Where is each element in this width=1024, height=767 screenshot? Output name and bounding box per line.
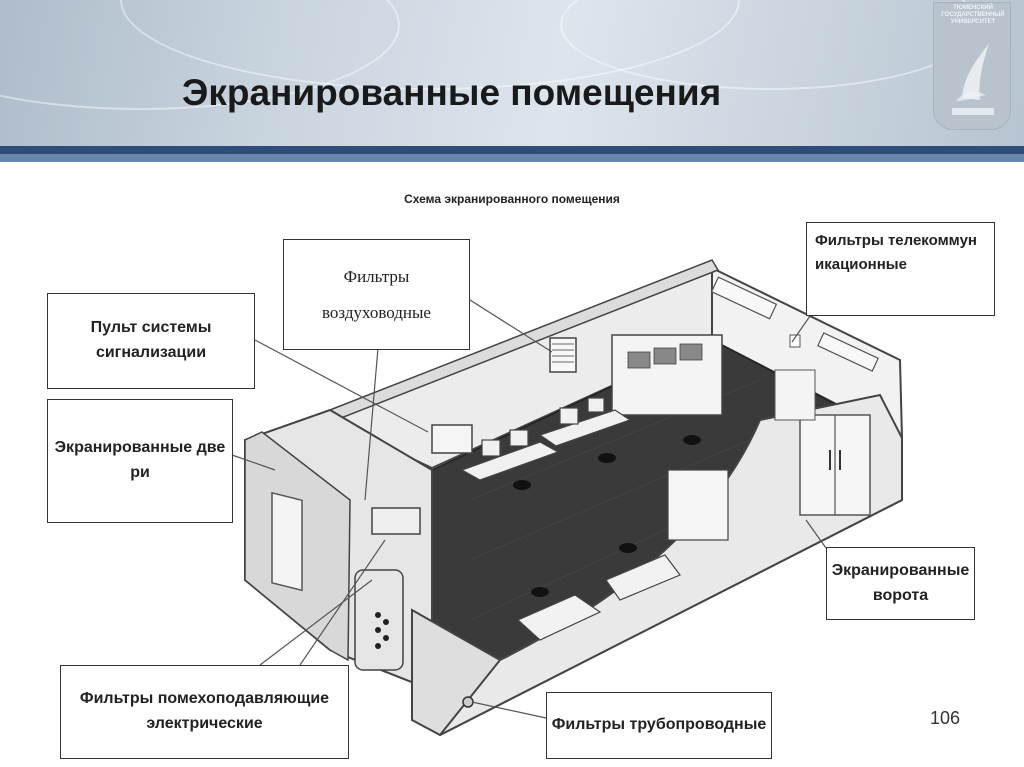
- equipment-rack: [774, 369, 816, 421]
- diagram-caption: Схема экранированного помещения: [404, 192, 620, 206]
- air-duct-vent: [549, 337, 577, 373]
- workstation: [460, 397, 632, 481]
- front-console: [516, 594, 602, 641]
- slide-title: Экранированные помещения: [182, 72, 722, 113]
- label-electrical-filters-text: Фильтры помехоподавляющие электрические: [79, 690, 330, 732]
- pipe-filter: [462, 696, 474, 708]
- label-telecom-filters: Фильтры телекоммуникационные: [806, 222, 995, 316]
- label-shielded-gates-text: Экранированные ворота: [831, 561, 970, 604]
- label-pipeline-filters-text: Фильтры трубопроводные: [551, 716, 767, 734]
- label-alarm-panel-text: Пульт системы сигнализации: [90, 319, 212, 361]
- label-alarm-panel: Пульт системы сигнализации: [47, 293, 255, 389]
- header-band-light: [0, 154, 1024, 162]
- alarm-panel-box: [431, 424, 473, 454]
- header-band: [0, 146, 1024, 154]
- logo-text: ТЮМЕНСКИЙ ГОСУДАРСТВЕННЫЙ УНИВЕРСИТЕТ: [941, 5, 1005, 25]
- label-shielded-doors: Экранированные двери: [47, 399, 233, 523]
- label-shielded-doors-text: Экранированные двери: [54, 439, 226, 481]
- page-number: 106: [930, 708, 961, 728]
- electrical-filter-box: [371, 507, 421, 535]
- label-air-duct-filters: Фильтры воздуховодные: [283, 239, 470, 350]
- label-pipeline-filters: Фильтры трубопроводные: [546, 692, 772, 759]
- shielded-door: [271, 491, 303, 592]
- label-shielded-gates: Экранированные ворота: [826, 547, 975, 620]
- label-air-duct-filters-text: Фильтры воздуховодные: [322, 266, 431, 322]
- slide-header: [0, 0, 1024, 148]
- chair: [513, 435, 701, 597]
- control-console: [611, 334, 723, 416]
- label-electrical-filters: Фильтры помехоподавляющие электрические: [60, 665, 349, 759]
- university-logo: ТЮМЕНСКИЙ ГОСУДАРСТВЕННЫЙ УНИВЕРСИТЕТ: [933, 2, 1011, 130]
- label-telecom-filters-text: Фильтры телекоммуникационные: [815, 232, 977, 273]
